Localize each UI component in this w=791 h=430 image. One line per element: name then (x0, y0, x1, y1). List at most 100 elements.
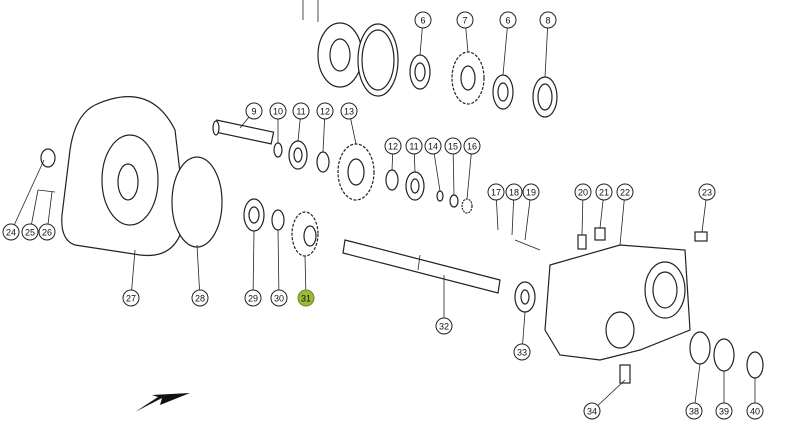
callout-label: 14 (428, 142, 438, 152)
callout-circle (522, 183, 540, 201)
leader-line (10, 159, 45, 233)
callout-19[interactable]: 19 (522, 183, 540, 241)
callout-10[interactable]: 10 (269, 102, 287, 143)
leader-line (196, 244, 201, 299)
callout-label: 13 (344, 107, 354, 117)
callout-label: 20 (578, 188, 588, 198)
callout-circle (292, 102, 310, 120)
callout-25[interactable]: 25 (21, 189, 39, 241)
callout-circle (191, 289, 209, 307)
callout-circle (435, 317, 453, 335)
callout-circle (487, 183, 505, 201)
callout-label: 22 (620, 188, 630, 198)
leader-line (544, 19, 549, 78)
callout-circle (245, 102, 263, 120)
callout-circle (405, 137, 423, 155)
callout-circle (269, 102, 287, 120)
callout-8[interactable]: 8 (539, 11, 557, 78)
callout-circle (539, 11, 557, 29)
callout-label: 9 (251, 107, 256, 117)
bracket-19 (514, 239, 541, 251)
circlip-12a (316, 151, 330, 173)
seal-8 (532, 76, 558, 118)
callout-16[interactable]: 16 (463, 137, 481, 200)
callout-circle (21, 223, 39, 241)
callout-circle (456, 11, 474, 29)
shaft-9 (212, 119, 275, 145)
leader-line (277, 229, 280, 299)
callout-34[interactable]: 34 (583, 379, 626, 420)
callout-label: 33 (517, 348, 527, 358)
callout-circle (715, 402, 733, 420)
callout-circle (2, 223, 20, 241)
callout-circle (244, 289, 262, 307)
callout-33[interactable]: 33 (513, 311, 531, 361)
callout-label: 24 (6, 228, 16, 238)
callout-20[interactable]: 20 (574, 183, 592, 236)
callout-31[interactable]: 31 (297, 255, 315, 307)
callout-13[interactable]: 13 (340, 102, 358, 145)
callout-38[interactable]: 38 (685, 363, 703, 420)
shaft-32 (342, 239, 501, 294)
bearing-6b (492, 74, 514, 110)
callout-12[interactable]: 12 (316, 102, 334, 153)
callout-circle (746, 402, 764, 420)
cover-27 (61, 96, 186, 257)
callout-27[interactable]: 27 (122, 249, 140, 307)
callout-6[interactable]: 6 (499, 11, 517, 76)
callout-label: 12 (320, 107, 330, 117)
callout-label: 8 (545, 16, 550, 26)
ring-30 (271, 209, 285, 231)
callout-28[interactable]: 28 (191, 244, 209, 307)
callout-18[interactable]: 18 (505, 183, 523, 236)
callout-label: 40 (750, 407, 760, 417)
callout-40[interactable]: 40 (746, 378, 764, 420)
callout-7[interactable]: 7 (456, 11, 474, 53)
callout-6[interactable]: 6 (414, 11, 432, 56)
nut-16 (461, 198, 473, 214)
callout-circle (685, 402, 703, 420)
oring-38 (689, 331, 711, 365)
callout-label: 21 (599, 188, 609, 198)
bearing-11b (405, 171, 425, 201)
callout-label: 28 (195, 294, 205, 304)
callout-12[interactable]: 12 (384, 137, 402, 171)
callout-22[interactable]: 22 (616, 183, 634, 246)
bearing-29 (243, 198, 265, 232)
callout-11[interactable]: 11 (292, 102, 310, 142)
callout-label: 19 (526, 188, 536, 198)
callout-circle (297, 289, 315, 307)
callout-21[interactable]: 21 (595, 183, 613, 229)
callout-14[interactable]: 14 (424, 137, 442, 192)
callout-label: 16 (467, 142, 477, 152)
washer-14 (436, 190, 444, 202)
callout-29[interactable]: 29 (244, 230, 262, 307)
callout-32[interactable]: 32 (435, 275, 453, 335)
callout-11[interactable]: 11 (405, 137, 423, 173)
callout-label: 26 (42, 228, 52, 238)
callout-circle (316, 102, 334, 120)
callout-17[interactable]: 17 (487, 183, 505, 231)
callout-label: 27 (126, 294, 136, 304)
callout-24[interactable]: 24 (2, 159, 45, 241)
gear-13 (337, 143, 375, 201)
callout-circle (513, 343, 531, 361)
callout-circle (698, 183, 716, 201)
callout-30[interactable]: 30 (270, 229, 288, 307)
callout-circle (340, 102, 358, 120)
callout-label: 32 (439, 322, 449, 332)
callout-26[interactable]: 26 (38, 191, 56, 241)
top-cover-part (302, 0, 399, 97)
callout-39[interactable]: 39 (715, 371, 733, 420)
callout-label: 29 (248, 294, 258, 304)
callout-label: 6 (420, 16, 425, 26)
callout-15[interactable]: 15 (444, 137, 462, 196)
callout-9[interactable]: 9 (239, 102, 263, 129)
callout-label: 11 (296, 107, 305, 117)
callout-circle (505, 183, 523, 201)
callout-23[interactable]: 23 (698, 183, 716, 233)
callout-label: 10 (273, 107, 283, 117)
housing-22 (544, 244, 691, 361)
callout-label: 12 (388, 142, 398, 152)
